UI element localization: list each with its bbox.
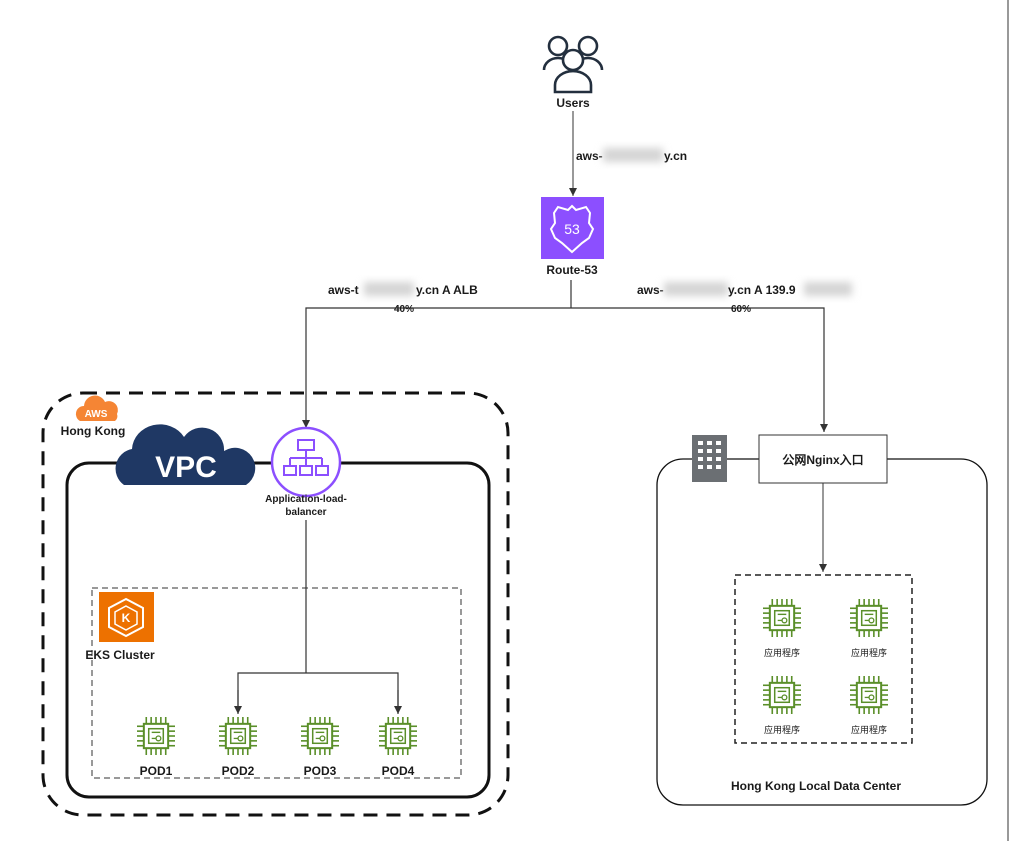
app-label: 应用程序 [851,647,887,658]
eks-icon: K [99,592,154,642]
app-label: 应用程序 [764,647,800,658]
server-building-icon [692,435,727,482]
route-left-weight: 40% [394,304,414,315]
aws-badge: AWS [85,409,108,420]
pod-label: POD3 [304,764,337,778]
app-chip-icon [763,676,801,714]
route-right-suffix: y.cn A 139.9 [728,283,796,297]
datacenter-boundary [656,458,988,806]
users-label: Users [556,96,590,110]
eks-cluster-boundary [91,587,462,779]
redacted-domain-left [364,282,414,296]
route-right-prefix: aws- [637,283,664,297]
route-to-nginx-edge [571,307,828,432]
alb-label-line1: Application-load- [265,494,347,505]
redacted-domain-right [664,282,728,296]
route-left-prefix: aws-t [328,283,359,297]
route-left-suffix: y.cn A ALB [416,283,478,297]
pod-chip-icon [219,717,257,755]
dns-query-suffix: y.cn [664,149,687,163]
apps-group-boundary [734,574,913,744]
nginx-entry-box [758,434,888,484]
pod-label: POD2 [222,764,255,778]
vpc-label: VPC [155,451,217,484]
route-to-alb-edge [302,307,571,428]
pod-chip-icon [301,717,339,755]
app-label: 应用程序 [764,724,800,735]
eks-label: EKS Cluster [85,648,155,662]
pod-branch [237,672,399,711]
application-load-balancer-icon [270,426,342,498]
nginx-label: 公网Nginx入口 [782,453,863,467]
pod-label: POD1 [140,764,173,778]
alb-label-line2: balancer [285,507,326,518]
users-icon [542,35,604,94]
app-chip-icon [850,676,888,714]
app-label: 应用程序 [851,724,887,735]
datacenter-label: Hong Kong Local Data Center [731,779,901,793]
aws-region-boundary [41,391,510,817]
app-chip-icon [763,599,801,637]
redacted-ip [804,282,852,296]
route53-icon: 53 [541,197,604,259]
redacted-domain [603,148,663,162]
pod-chip-icon [379,717,417,755]
pod-chip-icon [137,717,175,755]
route53-label: Route-53 [546,263,598,277]
pod-label: POD4 [382,764,415,778]
region-name: Hong Kong [61,424,126,438]
route53-badge: 53 [564,221,580,237]
app-chip-icon [850,599,888,637]
aws-cloud-icon: AWS [75,395,118,421]
dns-query-prefix: aws- [576,149,603,163]
vpc-cloud-icon: VPC [115,424,256,485]
svg-text:K: K [122,611,131,625]
route-right-weight: 60% [731,304,751,315]
